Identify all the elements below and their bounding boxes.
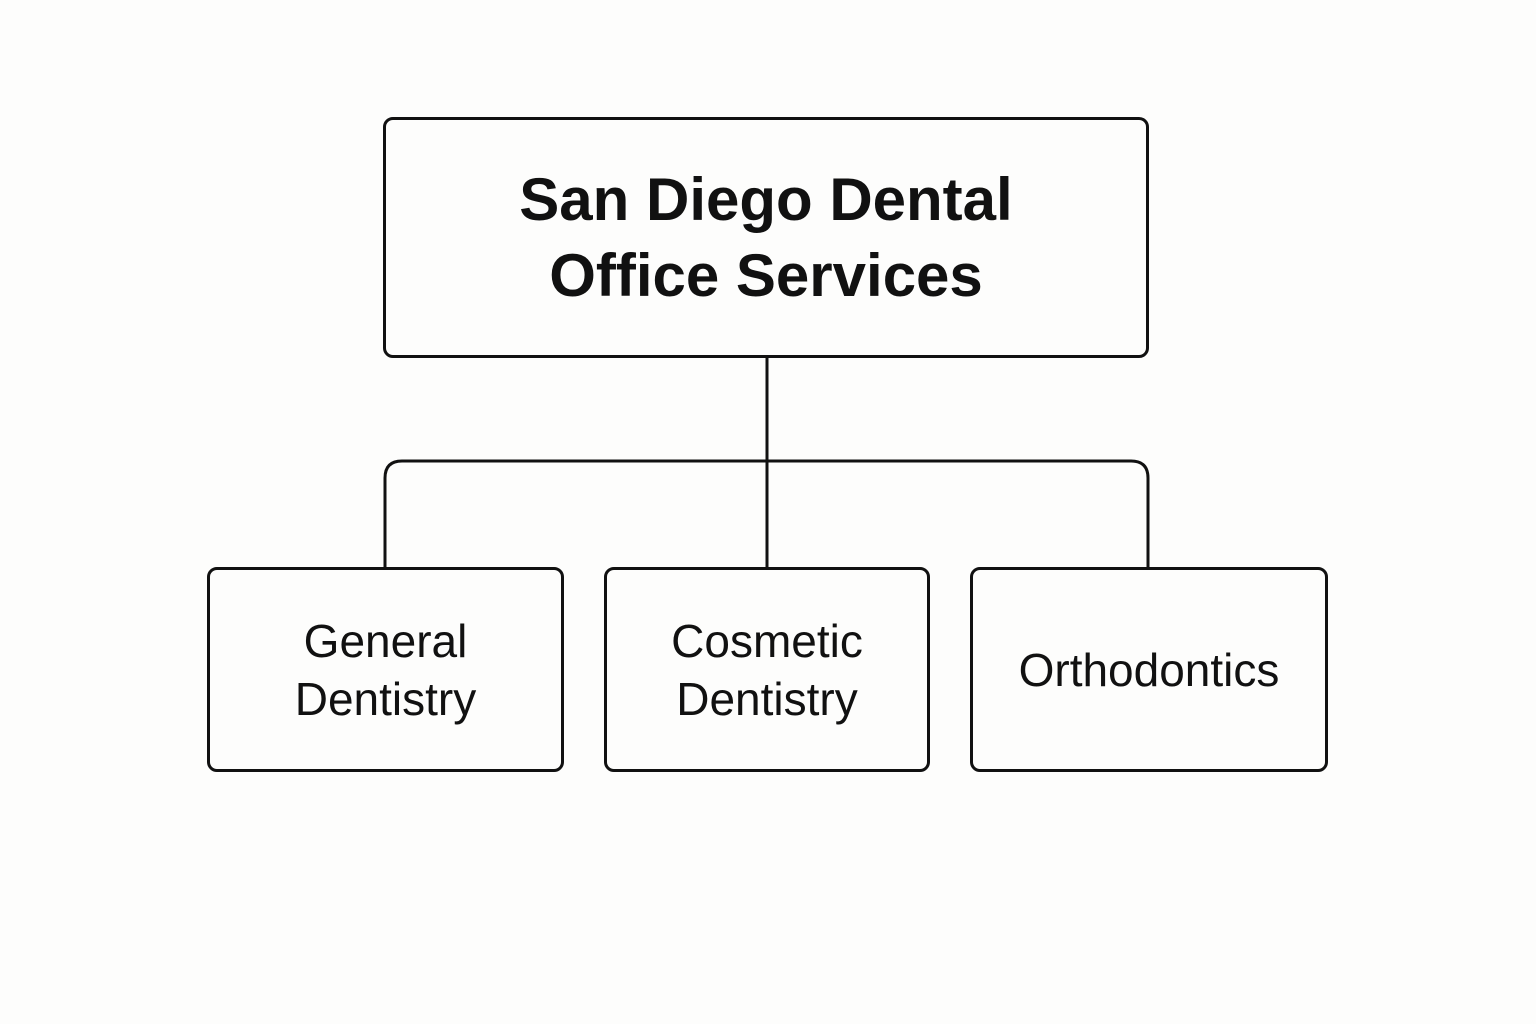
child-node-label: General Dentistry [294,614,477,725]
root-node: San Diego Dental Office Services [383,117,1149,358]
root-node-label: San Diego Dental Office Services [519,165,1013,309]
branch-bar-line [383,459,1150,568]
child-node-label: Orthodontics [1018,643,1280,696]
child-node-general-dentistry: General Dentistry [207,567,564,772]
child-node-label: Cosmetic Dentistry [671,614,863,725]
child-node-cosmetic-dentistry: Cosmetic Dentistry [604,567,930,772]
child-node-orthodontics: Orthodontics [970,567,1328,772]
